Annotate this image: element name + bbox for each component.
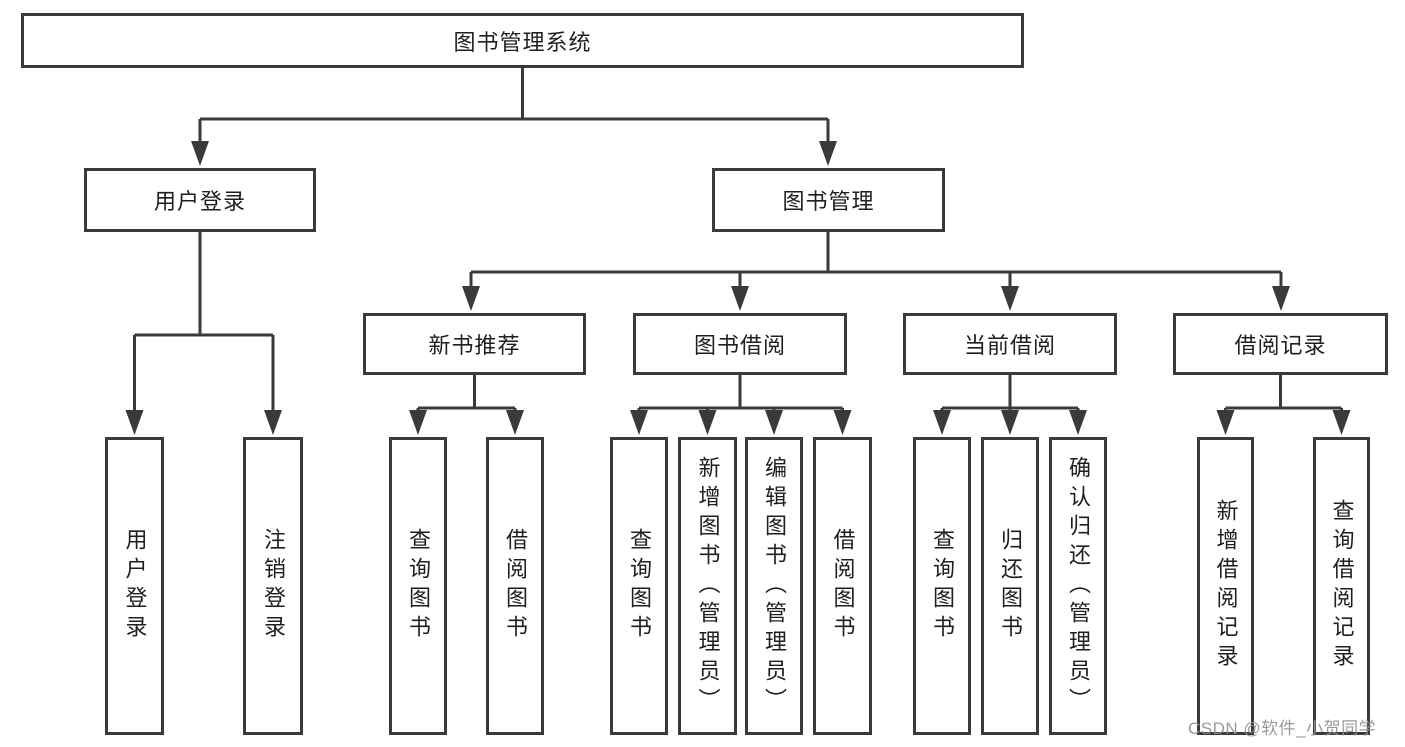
connector-borrowrecords-to-leaves [1224, 375, 1343, 412]
arrow-icon [506, 410, 524, 435]
leaf-query-books-2: 查询图书 [610, 437, 668, 735]
leaf-edit-books-admin: 编辑图书（管理员） [745, 437, 803, 735]
connector-userlogin-to-leaves [133, 232, 275, 412]
leaf-confirm-return-admin: 确认归还（管理员） [1049, 437, 1107, 735]
arrow-icon [125, 410, 144, 435]
arrow-icon [1332, 410, 1351, 435]
connector-newbookrec-to-leaves [416, 375, 517, 412]
leaf-query-books-3: 查询图书 [913, 437, 971, 735]
arrow-icon [765, 410, 783, 435]
arrow-icon [1272, 286, 1290, 311]
arrowheads [125, 141, 1351, 435]
leaf-logout: 注销登录 [243, 437, 303, 735]
connector-root-to-level2 [198, 68, 830, 143]
leaf-add-books-admin: 新增图书（管理员） [678, 437, 737, 735]
leaf-user-login: 用户登录 [105, 437, 164, 735]
arrow-icon [1001, 286, 1019, 311]
leaf-query-books-1: 查询图书 [389, 437, 447, 735]
arrow-icon [833, 410, 852, 435]
connector-currentborrow-to-leaves [940, 375, 1080, 412]
node-book-management: 图书管理 [712, 168, 945, 232]
leaf-query-borrow-record: 查询借阅记录 [1313, 437, 1370, 735]
node-book-borrow: 图书借阅 [633, 313, 847, 375]
node-borrow-records: 借阅记录 [1173, 313, 1388, 375]
csdn-watermark: CSDN @软件_小贺同学 [1188, 719, 1377, 738]
arrow-icon [1069, 410, 1087, 435]
node-user-login: 用户登录 [84, 168, 316, 232]
arrow-icon [462, 286, 480, 311]
leaf-borrow-books-1: 借阅图书 [486, 437, 544, 735]
node-current-borrow: 当前借阅 [903, 313, 1117, 375]
arrow-icon [409, 410, 427, 435]
arrow-icon [630, 410, 648, 435]
arrow-icon [933, 410, 951, 435]
leaf-return-books: 归还图书 [981, 437, 1039, 735]
arrow-icon [191, 141, 209, 166]
node-root: 图书管理系统 [21, 13, 1024, 68]
arrow-icon [698, 410, 717, 435]
arrow-icon [1001, 410, 1019, 435]
leaf-add-borrow-record: 新增借阅记录 [1197, 437, 1254, 735]
node-new-book-recommend: 新书推荐 [363, 313, 586, 375]
arrow-icon [731, 286, 749, 311]
connector-bookmgmt-to-level3 [469, 232, 1283, 288]
arrow-icon [819, 141, 837, 166]
leaf-borrow-books-2: 借阅图书 [813, 437, 872, 735]
connector-bookborrow-to-leaves [637, 375, 844, 412]
arrow-icon [1216, 410, 1235, 435]
arrow-icon [264, 410, 282, 435]
